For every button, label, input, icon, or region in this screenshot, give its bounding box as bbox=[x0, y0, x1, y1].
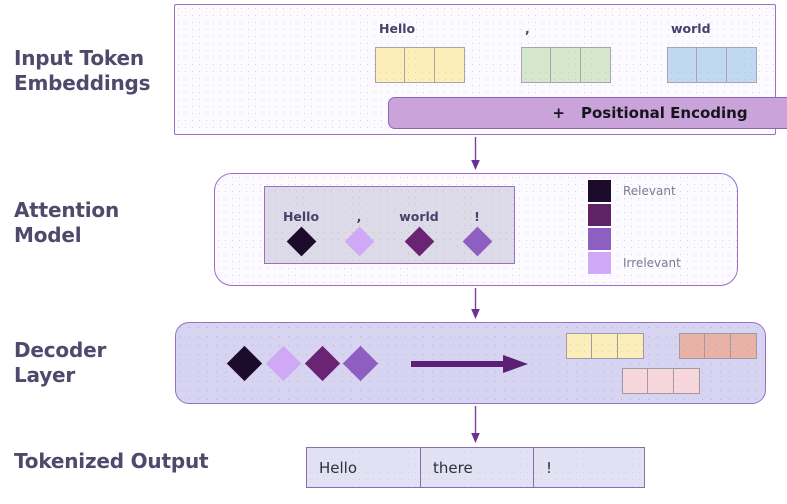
embedding-cell bbox=[551, 47, 581, 83]
legend-swatch-icon bbox=[587, 179, 612, 203]
row-label-tokenized-output: Tokenized Output bbox=[14, 449, 209, 473]
embedding-cell bbox=[435, 47, 465, 83]
decoder-output-cell bbox=[566, 333, 592, 359]
tokenized-output-row: Hello there ! bbox=[306, 447, 645, 488]
input-token-word-comma: , bbox=[525, 21, 530, 36]
attention-relevance-legend: Relevant Irrelevant bbox=[587, 179, 717, 275]
attention-token-label: ! bbox=[474, 209, 480, 224]
positional-encoding-bar: + Positional Encoding bbox=[388, 97, 787, 129]
decoder-output-group-salmon bbox=[679, 333, 757, 359]
attention-token-comma: , bbox=[329, 209, 389, 257]
attention-diamond-icon bbox=[462, 226, 492, 257]
legend-swatch-icon bbox=[587, 251, 612, 275]
output-token-hello: Hello bbox=[319, 458, 358, 477]
legend-swatch-icon bbox=[587, 203, 612, 227]
row-label-attention-model: Attention Model bbox=[14, 198, 119, 247]
input-token-group-comma: , bbox=[521, 21, 611, 83]
input-token-group-world: world bbox=[667, 21, 757, 83]
decoder-output-group-yellow bbox=[566, 333, 644, 359]
positional-encoding-label: Positional Encoding bbox=[581, 104, 748, 122]
legend-row-scale-2 bbox=[587, 203, 717, 227]
decoder-output-cell bbox=[705, 333, 731, 359]
connector-arrow-attention-to-decoder bbox=[471, 288, 480, 319]
attention-token-label: , bbox=[356, 209, 362, 224]
attention-token-world: world bbox=[389, 209, 449, 257]
legend-row-relevant: Relevant bbox=[587, 179, 717, 203]
connector-arrow-input-to-attention bbox=[471, 137, 480, 170]
legend-row-irrelevant: Irrelevant bbox=[587, 251, 717, 275]
embedding-cell bbox=[405, 47, 435, 83]
row-label-input-token-embeddings: Input Token Embeddings bbox=[14, 46, 151, 95]
decoder-output-cell bbox=[622, 368, 648, 394]
decoder-output-group-pink bbox=[622, 368, 700, 394]
legend-row-scale-3 bbox=[587, 227, 717, 251]
embedding-cell bbox=[697, 47, 727, 83]
decoder-output-cell bbox=[618, 333, 644, 359]
embedding-cells bbox=[667, 47, 757, 83]
row-label-decoder-layer: Decoder Layer bbox=[14, 338, 107, 387]
attention-diamond-icon bbox=[286, 226, 316, 257]
embedding-cell bbox=[521, 47, 551, 83]
decoder-output-cell bbox=[674, 368, 700, 394]
decoder-output-cell bbox=[592, 333, 618, 359]
embedding-cells bbox=[521, 47, 611, 83]
embedding-cell bbox=[581, 47, 611, 83]
attention-token-label: world bbox=[399, 209, 439, 224]
attention-token-hello: Hello bbox=[271, 209, 331, 257]
legend-label-relevant: Relevant bbox=[623, 184, 676, 198]
input-token-word-hello: Hello bbox=[379, 21, 416, 36]
attention-token-label: Hello bbox=[282, 209, 320, 224]
plus-icon: + bbox=[552, 104, 565, 122]
input-token-embeddings-panel: Hello , world ! bbox=[174, 4, 787, 135]
input-token-group-hello: Hello bbox=[375, 21, 465, 83]
legend-label-irrelevant: Irrelevant bbox=[623, 256, 681, 270]
decoder-right-arrow-icon bbox=[411, 355, 528, 373]
decoder-output-cell bbox=[731, 333, 757, 359]
output-token-there: there bbox=[420, 448, 533, 487]
embedding-cell bbox=[375, 47, 405, 83]
legend-swatch-icon bbox=[587, 227, 612, 251]
attention-diamond-icon bbox=[404, 226, 434, 257]
connector-arrow-decoder-to-output bbox=[471, 406, 480, 443]
embedding-cell bbox=[727, 47, 757, 83]
embedding-cells bbox=[375, 47, 465, 83]
input-token-word-world: world bbox=[671, 21, 711, 36]
decoder-output-cell bbox=[648, 368, 674, 394]
attention-token-box: Hello , world ! bbox=[264, 186, 515, 264]
attention-diamond-icon bbox=[344, 226, 374, 257]
decoder-output-cell bbox=[679, 333, 705, 359]
attention-token-exclamation: ! bbox=[447, 209, 507, 257]
embedding-cell bbox=[667, 47, 697, 83]
output-token-exclamation: ! bbox=[533, 448, 644, 487]
